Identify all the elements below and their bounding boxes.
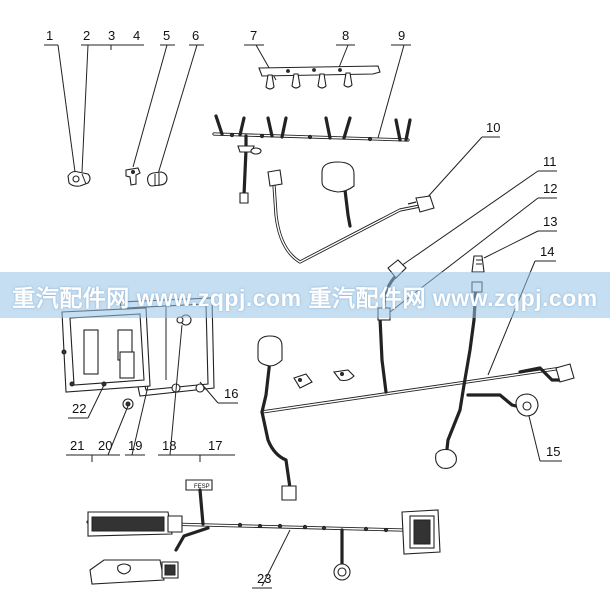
callout-group-1-6: 1 2 3 4 5 6 [44,28,204,187]
callout-3: 3 [108,28,115,43]
connector-1-4 [67,170,91,187]
watermark-text: 重汽配件网 www.zqpj.com 重汽配件网 www.zqpj.com [12,285,598,311]
callout-19: 19 [128,438,142,453]
callout-4: 4 [133,28,140,43]
callout-11: 11 [543,154,557,169]
callout-15: 15 [546,444,560,459]
callout-13: 13 [543,214,557,229]
callout-6: 6 [192,28,199,43]
harness-23: FESP 23 [86,479,441,589]
callout-16-22: 16 22 21 20 19 18 17 [66,324,238,462]
callout-7: 7 [250,28,257,43]
fesp-label: FESP [194,484,210,490]
callout-18: 18 [162,438,176,453]
clip-5 [125,167,141,186]
callout-21: 21 [70,438,84,453]
callout-2: 2 [83,28,90,43]
chassis-harness-14: 14 15 [257,244,575,501]
callout-10: 10 [486,120,500,135]
main-harness-10: 10 [267,120,500,264]
callout-16: 16 [224,386,238,401]
callout-1: 1 [46,28,53,43]
callout-20: 20 [98,438,112,453]
injector-rail-bracket: 7 8 9 [244,28,411,139]
callout-5: 5 [163,28,170,43]
callout-17: 17 [208,438,222,453]
callout-12: 12 [543,181,557,196]
callout-23: 23 [257,571,271,586]
injector-harness [212,114,412,204]
callout-22: 22 [72,401,86,416]
callout-8: 8 [342,28,349,43]
callout-9: 9 [398,28,405,43]
connector-6 [147,171,168,187]
callout-14: 14 [540,244,554,259]
watermark-band [0,272,610,318]
